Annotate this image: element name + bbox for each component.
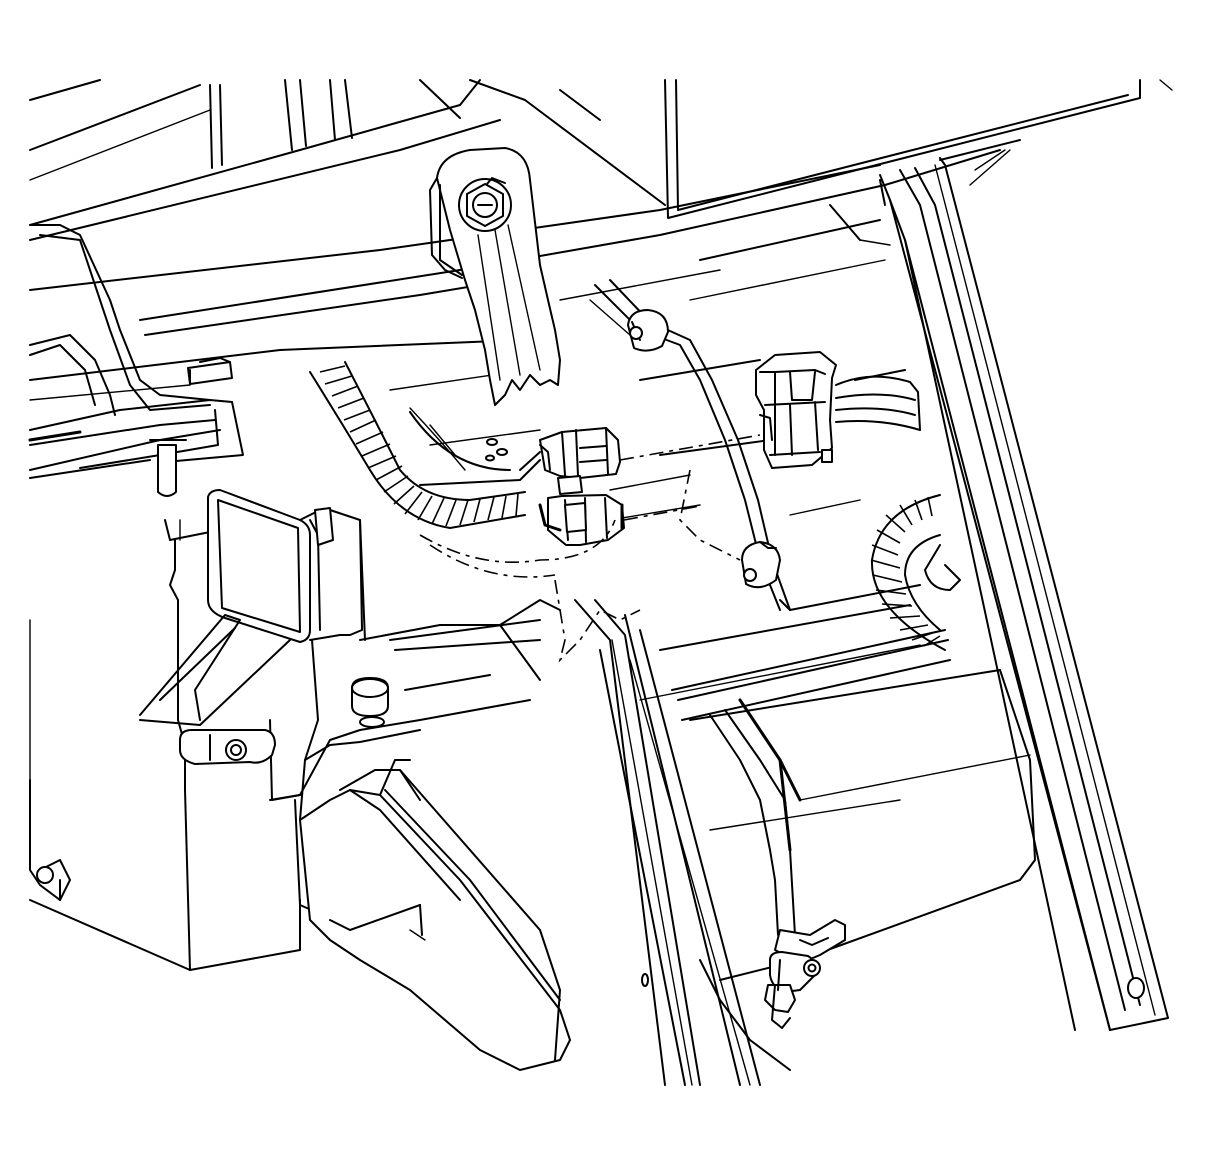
wiring-harness-conduit-left xyxy=(310,362,540,528)
blower-motor-resistor-connector xyxy=(756,352,920,468)
floor-support-rail-right xyxy=(880,158,1168,1030)
lower-floor-panel xyxy=(640,585,1035,1070)
wiring-harness-connector xyxy=(540,428,760,545)
heater-core-housing xyxy=(30,470,740,1070)
wiring-harness-route-center xyxy=(590,280,790,610)
tab-block xyxy=(188,362,232,384)
wiring-harness-conduit-right xyxy=(871,495,960,650)
mounting-bracket-with-nut xyxy=(430,148,560,405)
floor-support-rail-center xyxy=(575,600,760,1085)
left-shelf-rail xyxy=(30,225,243,496)
wiring-harness-clip xyxy=(628,310,668,351)
mounting-stud xyxy=(158,445,176,496)
left-edge-lines xyxy=(30,520,180,900)
air-duct-outlet xyxy=(208,490,310,642)
